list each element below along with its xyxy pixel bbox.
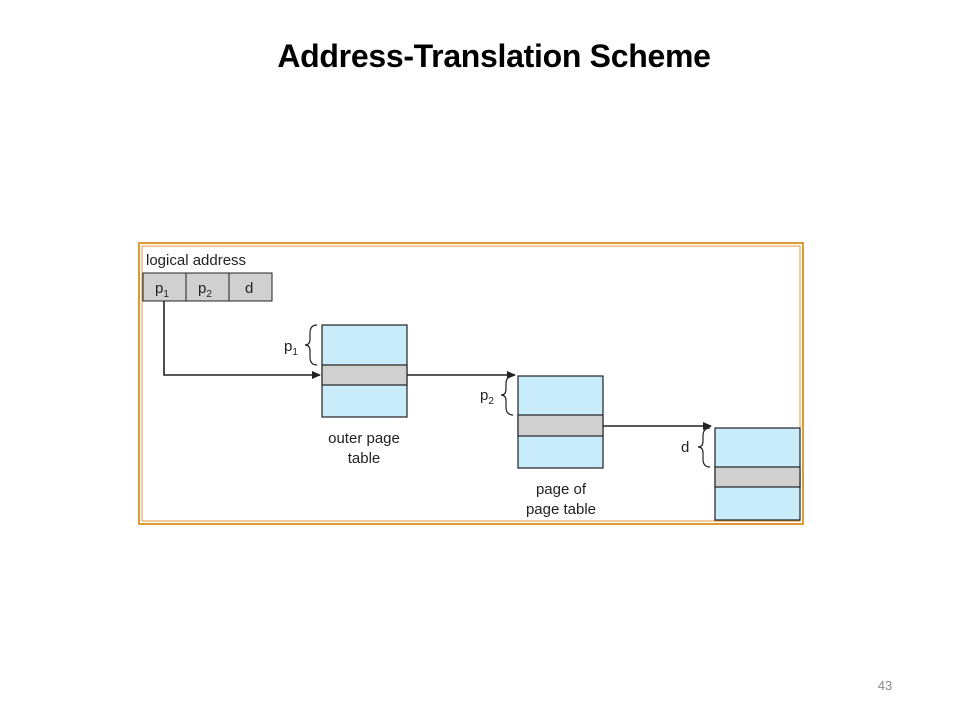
diagram-frame-inner bbox=[141, 245, 801, 522]
brace-label-d: d bbox=[681, 439, 689, 456]
brace-p1 bbox=[304, 324, 318, 366]
page-number: 43 bbox=[877, 678, 893, 693]
address-field-p1-label: p1 bbox=[155, 280, 169, 300]
brace-p2 bbox=[500, 375, 514, 416]
brace-label-p2: p2 bbox=[480, 387, 494, 407]
address-field-p2-label: p2 bbox=[198, 280, 212, 300]
outer-page-table-label-line2: table bbox=[348, 450, 381, 467]
page-of-page-table-label-line2: page table bbox=[526, 501, 596, 518]
outer-page-table-entry bbox=[321, 364, 408, 386]
brace-d bbox=[697, 427, 711, 468]
logical-address-label: logical address bbox=[146, 252, 246, 269]
address-field-d-label: d bbox=[245, 280, 253, 297]
brace-label-p1: p1 bbox=[284, 338, 298, 358]
address-field-d bbox=[228, 272, 273, 302]
memory-page-word bbox=[714, 466, 801, 488]
outer-page-table-label-line1: outer page bbox=[328, 430, 400, 447]
page-of-page-table-label-line1: page of bbox=[536, 481, 587, 498]
arrow-p1-to-outer-table bbox=[163, 301, 321, 379]
page-of-page-table-entry bbox=[517, 414, 604, 437]
slide-title: Address-Translation Scheme bbox=[277, 38, 711, 74]
